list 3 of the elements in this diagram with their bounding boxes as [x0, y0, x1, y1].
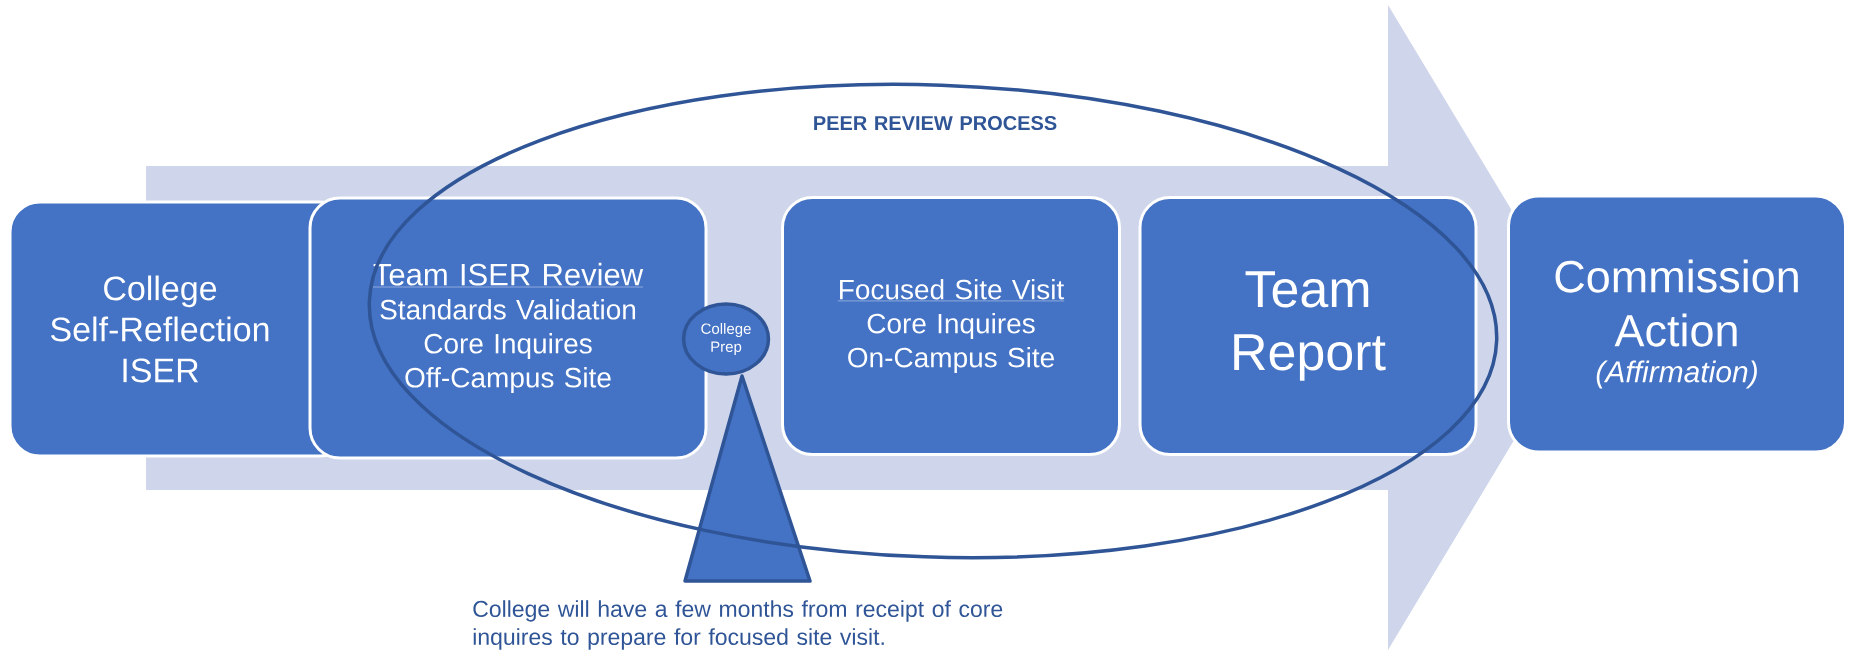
process-box: Commission Action (Affirmation) [1507, 194, 1847, 454]
process-box: Focused Site Visit Core Inquires On-Campus Site [781, 196, 1121, 456]
note-text: College will have a few months from receipt of core inquires to prepare for focused site visit. [473, 600, 1003, 650]
